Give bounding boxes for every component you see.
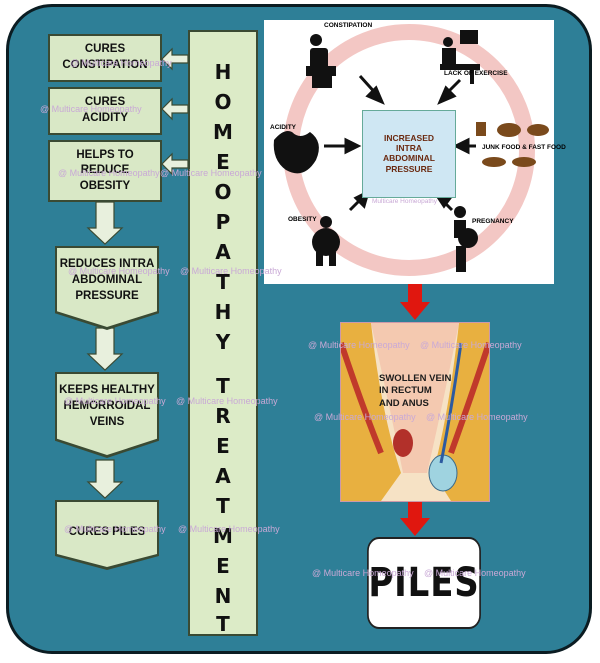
reduces-pressure-step: REDUCES INTRA ABDOMINAL PRESSURE — [57, 248, 157, 327]
junk-food-icon — [476, 122, 549, 167]
title-letter: T — [216, 374, 230, 398]
bar-to-boxes-arrows — [161, 47, 189, 176]
left-flow-arrows — [86, 201, 124, 499]
cures-acidity-box: CURES ACIDITY — [48, 87, 162, 135]
causes-panel: INCREASED INTRA ABDOMINAL PRESSURE CONST… — [264, 20, 566, 284]
pregnancy-label: PREGNANCY — [472, 218, 514, 225]
increased-pressure-label: INCREASED INTRA ABDOMINAL PRESSURE — [383, 133, 435, 174]
title-letter: T — [216, 270, 230, 294]
down-arrow-icon — [86, 459, 124, 499]
red-down-arrow-icon — [400, 284, 430, 320]
title-letter: A — [215, 240, 231, 264]
left-arrow-icon — [161, 152, 189, 176]
left-arrow-icon — [161, 97, 189, 121]
stomach-icon — [273, 131, 319, 174]
reduce-obesity-label: HELPS TO REDUCE OBESITY — [76, 148, 134, 192]
watermark: @ Multicare Homeopathy — [178, 524, 280, 534]
red-flow-arrows — [400, 284, 430, 536]
hemorrhoid-icon — [393, 429, 413, 457]
watermark: @ Multicare Homeopathy — [426, 412, 528, 422]
title-letter: E — [216, 434, 230, 458]
watermark: @ Multicare Homeopathy — [58, 168, 160, 178]
title-letter: O — [214, 90, 232, 114]
watermark: @ Multicare Homeopathy — [64, 396, 166, 406]
title-letter: H — [214, 300, 232, 324]
homeopathy-treatment-bar: H O M E O P A T H Y T R E A T M E N T — [188, 30, 258, 636]
watermark: @ Multicare Homeopathy — [64, 524, 166, 534]
lack-of-exercise-label: LACK OF EXERCISE — [444, 70, 508, 77]
keeps-veins-label: KEEPS HEALTHY HEMORROIDAL VEINS — [59, 384, 155, 429]
piles-result-box: PILES — [367, 537, 481, 629]
cures-piles-step: CURES PILES — [57, 502, 157, 567]
abdomen-illustration: INCREASED INTRA ABDOMINAL PRESSURE — [362, 110, 456, 198]
constipation-icon — [306, 34, 336, 88]
watermark: @ Multicare Homeopathy — [68, 266, 170, 276]
down-arrow-icon — [86, 201, 124, 245]
rectum-anatomy-illustration: SWOLLEN VEIN IN RECTUM AND ANUS — [340, 322, 490, 502]
watermark: @ Multicare Homeopathy — [308, 340, 410, 350]
acidity-label: ACIDITY — [270, 124, 296, 131]
title-letter: R — [215, 404, 231, 428]
swollen-vein-label: SWOLLEN VEIN IN RECTUM AND ANUS — [379, 373, 452, 409]
lack-of-exercise-icon — [440, 30, 480, 84]
watermark: @ Multicare Homeopathy — [40, 104, 142, 114]
pregnancy-icon — [454, 206, 478, 272]
left-arrow-icon — [161, 47, 189, 71]
obesity-label: OBESITY — [288, 216, 317, 223]
title-letter: O — [214, 180, 232, 204]
watermark: @ Multicare Homeopathy — [160, 168, 262, 178]
cures-constipation-label: CURES CONSTIPATION — [62, 43, 148, 71]
down-arrow-icon — [86, 327, 124, 371]
piles-label: PILES — [368, 560, 480, 606]
title-letter: M — [213, 120, 233, 144]
reduce-obesity-box: HELPS TO REDUCE OBESITY — [48, 140, 162, 202]
watermark: @ Multicare Homeopathy — [180, 266, 282, 276]
watermark: @ Multicare Homeopathy — [420, 340, 522, 350]
junk-food-label: JUNK FOOD & FAST FOOD — [482, 144, 566, 151]
watermark: @ Multicare Homeopathy — [312, 568, 414, 578]
causes-illustration — [273, 24, 549, 276]
title-letter: E — [216, 554, 230, 578]
title-letter: M — [213, 524, 233, 548]
title-letter: Y — [215, 330, 231, 354]
constipation-label: CONSTIPATION — [324, 22, 373, 29]
watermark: @ Multicare Homeopathy — [70, 58, 172, 68]
watermark: @ Multicare Homeopathy — [314, 412, 416, 422]
cures-constipation-box: CURES CONSTIPATION — [48, 34, 162, 82]
title-letter: P — [215, 210, 231, 234]
title-letter: T — [216, 494, 230, 518]
keeps-veins-step: KEEPS HEALTHY HEMORROIDAL VEINS — [57, 374, 157, 455]
obesity-icon — [312, 216, 340, 266]
red-down-arrow-icon — [400, 500, 430, 536]
watermark: @ Multicare Homeopathy — [424, 568, 526, 578]
reduces-pressure-label: REDUCES INTRA ABDOMINAL PRESSURE — [59, 258, 155, 303]
watermark: @ Multicare Homeopathy — [176, 396, 278, 406]
title-letter: N — [214, 584, 232, 608]
title-letter: H — [214, 60, 232, 84]
cures-acidity-label: CURES ACIDITY — [82, 96, 128, 124]
center-watermark: Multicare Homeopathy — [372, 198, 438, 205]
cures-piles-label: CURES PILES — [68, 526, 146, 538]
anatomy-drawing — [341, 323, 489, 501]
title-letter: A — [215, 464, 231, 488]
title-letter: T — [216, 612, 230, 636]
title-letter: E — [216, 150, 230, 174]
